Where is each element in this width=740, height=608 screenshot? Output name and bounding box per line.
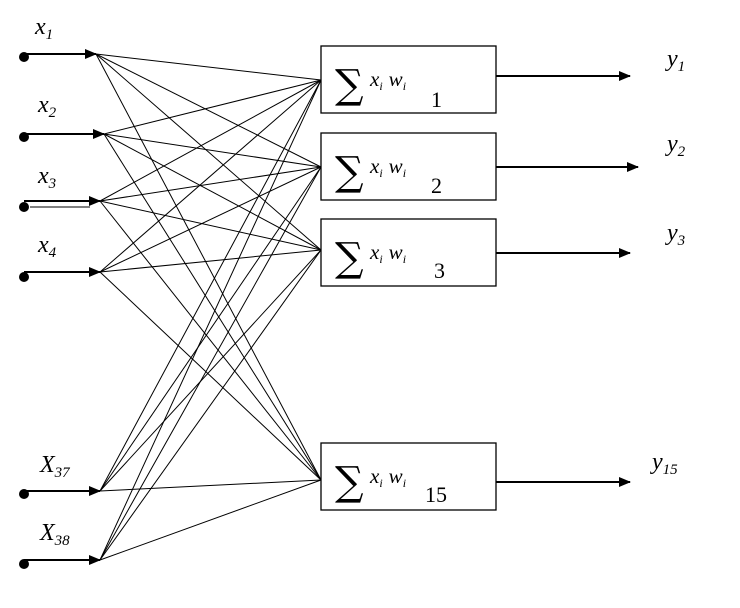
input-label-4: x4	[37, 232, 57, 261]
connection-line	[99, 79, 322, 273]
sum-index-15: 15	[425, 482, 447, 507]
output-node-15: y15	[496, 449, 678, 487]
sum-index-1: 1	[431, 87, 442, 112]
connection-line	[99, 79, 322, 492]
connection-line	[99, 79, 322, 561]
output-label-2: y2	[665, 131, 686, 160]
sum-index-2: 2	[431, 173, 442, 198]
output-label-3: y3	[665, 220, 685, 249]
sigma-symbol-1: ∑	[335, 62, 364, 108]
output-node-1: y1	[496, 46, 685, 81]
connection-line	[103, 79, 322, 135]
connection-line	[103, 133, 322, 168]
input-dot-38	[19, 559, 29, 569]
input-node-2: x2	[19, 92, 105, 142]
connection-line	[95, 53, 322, 81]
input-dot-3	[19, 202, 29, 212]
input-node-4: x4	[19, 232, 101, 282]
input-node-1: x1	[19, 14, 97, 62]
output-node-3: y3	[496, 220, 685, 258]
sum-index-3: 3	[434, 258, 445, 283]
connection-line	[99, 479, 322, 561]
connection-line	[99, 249, 322, 492]
connection-line	[95, 53, 322, 251]
input-label-1: x1	[34, 14, 53, 43]
connection-line	[99, 166, 322, 492]
output-layer: y1 y2 y3 y15	[496, 46, 686, 487]
sum-box-3	[320, 218, 497, 287]
connection-line	[99, 166, 322, 561]
input-layer: x1 x2 x3 x4 X37 X3	[19, 14, 105, 569]
sigma-symbol-15: ∑	[335, 459, 364, 505]
connection-line	[99, 271, 322, 481]
output-label-15: y15	[650, 449, 678, 478]
input-label-2: x2	[37, 92, 57, 121]
input-label-38: X38	[39, 520, 70, 549]
connection-line	[99, 166, 322, 273]
sum-box-1	[320, 45, 497, 114]
connection-line	[95, 53, 322, 168]
connection-line	[95, 53, 322, 481]
connection-line	[99, 200, 322, 251]
connection-line	[99, 166, 322, 202]
connection-line	[99, 79, 322, 202]
connection-lines	[95, 53, 322, 561]
input-label-3: x3	[37, 163, 56, 192]
output-node-2: y2	[496, 131, 686, 172]
connection-line	[103, 133, 322, 481]
output-label-1: y1	[665, 46, 685, 75]
input-node-38: X38	[19, 520, 101, 569]
sum-box-2	[320, 132, 497, 201]
connection-line	[99, 249, 322, 273]
input-dot-4	[19, 272, 29, 282]
input-label-37: X37	[39, 452, 71, 481]
connection-line	[99, 249, 322, 561]
sum-box-15	[320, 442, 497, 511]
input-node-3: x3	[19, 163, 101, 212]
input-node-37: X37	[19, 452, 101, 499]
sigma-symbol-2: ∑	[335, 149, 364, 195]
connection-line	[99, 200, 322, 481]
sigma-symbol-3: ∑	[335, 235, 364, 281]
connection-line	[99, 479, 322, 492]
